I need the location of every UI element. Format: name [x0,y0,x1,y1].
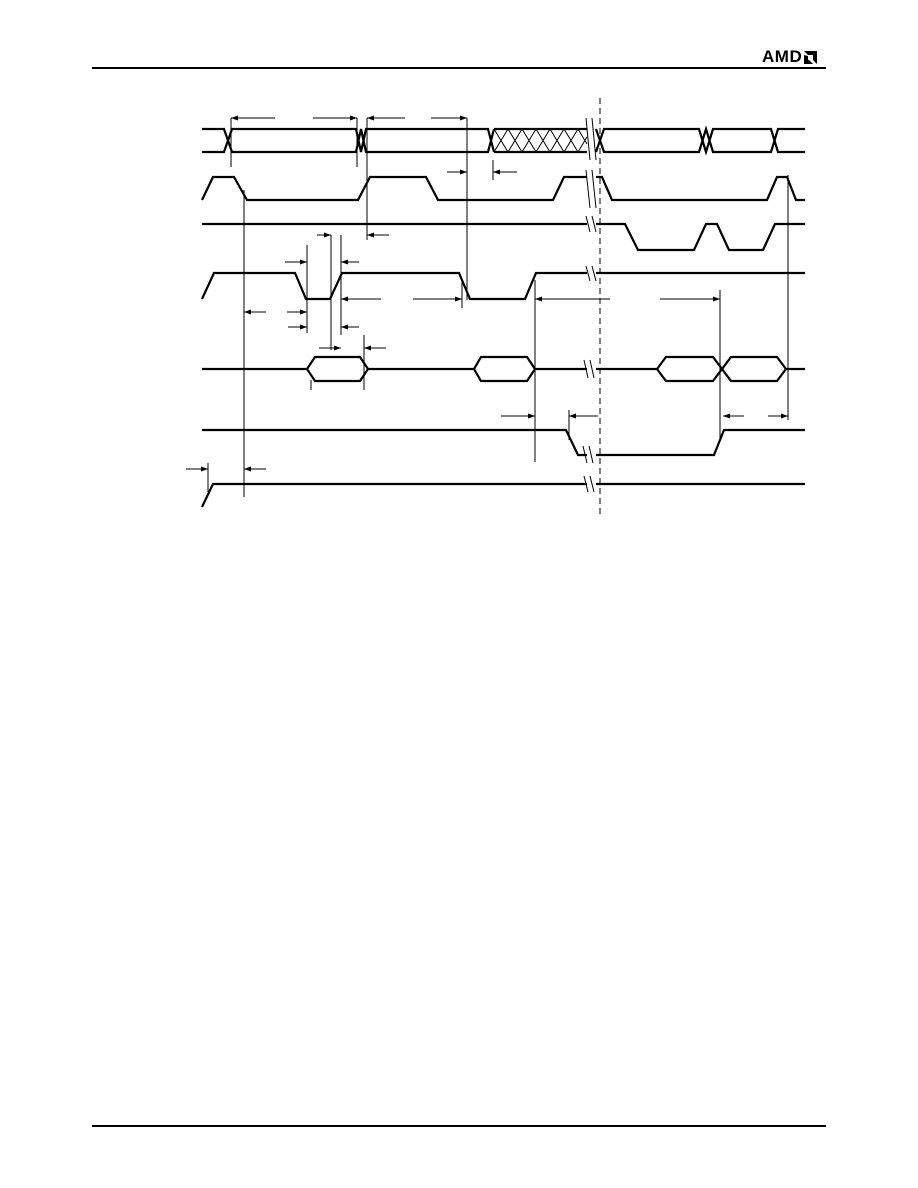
logo-text: AMD [762,47,803,66]
signal-6 [202,428,805,464]
amd-arrow-logo-icon [804,50,818,64]
timing-arrows [186,115,788,472]
data-bus-signal [202,355,805,383]
strobe-signal [201,169,805,209]
header-rule [92,67,826,69]
address-bus-signal [202,117,805,161]
reference-lines [207,98,789,518]
signal-3 [202,215,805,252]
amd-logo: AMD [762,46,818,68]
reset-signal [201,475,805,508]
signal-4 [201,265,805,301]
footer-rule [92,1125,826,1127]
